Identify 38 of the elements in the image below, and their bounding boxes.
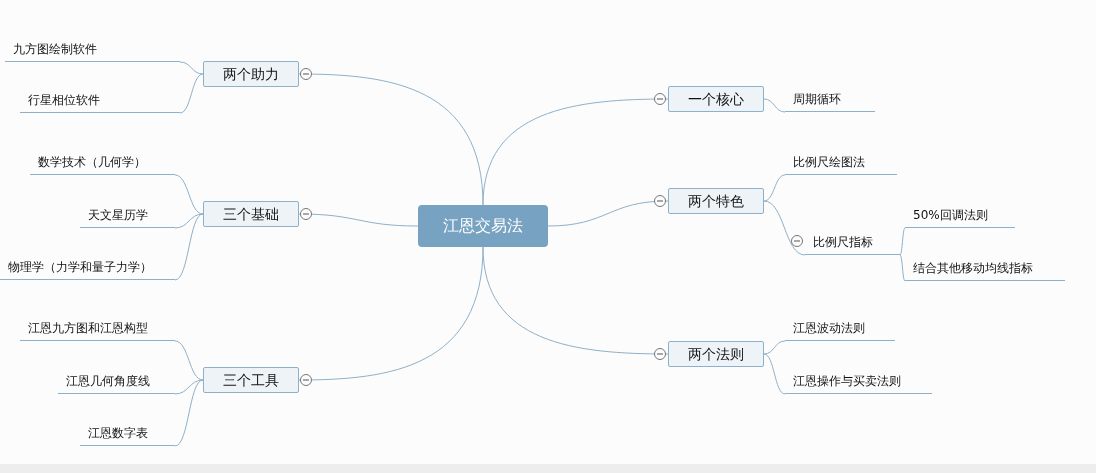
subtopic: 数学技术（几何学）	[30, 153, 175, 175]
connector-line	[174, 379, 204, 447]
subtopic: 50%回调法则	[905, 206, 1015, 228]
subtopic: 物理学（力学和量子力学）	[0, 258, 175, 280]
subtopic: 行星相位软件	[20, 91, 180, 113]
topic-box: 两个特色	[668, 188, 764, 214]
subtopic: 周期循环	[785, 90, 875, 112]
subtopic: 九方图绘制软件	[5, 40, 180, 62]
subtopic: 天文星历学	[80, 206, 175, 228]
connector-line	[482, 98, 669, 206]
connector-line	[763, 98, 786, 113]
connector-line	[174, 340, 204, 381]
connector-line	[763, 174, 786, 202]
connector-line	[763, 340, 786, 355]
connector-line	[174, 213, 204, 281]
topic-box: 一个核心	[668, 86, 764, 112]
connector-line	[899, 227, 906, 256]
subtopic: 江恩数字表	[80, 424, 175, 446]
connector-line	[179, 61, 204, 75]
subtopic: 比例尺指标	[805, 233, 900, 255]
topic-box: 三个基础	[203, 201, 299, 227]
subtopic: 江恩波动法则	[785, 319, 895, 341]
connector-line	[763, 200, 806, 256]
connector-line	[763, 353, 786, 395]
topic-box: 两个法则	[668, 341, 764, 367]
connector-line	[547, 200, 669, 227]
subtopic: 江恩几何角度线	[58, 372, 175, 394]
subtopic: 结合其他移动均线指标	[905, 259, 1065, 281]
connector-line	[174, 174, 204, 215]
subtopic: 江恩操作与买卖法则	[785, 372, 932, 394]
subtopic: 江恩九方图和江恩构型	[20, 319, 175, 341]
connector-line	[179, 73, 204, 114]
connector-line	[482, 246, 669, 355]
subtopic: 比例尺绘图法	[785, 153, 897, 175]
connector-line	[899, 254, 906, 282]
central-topic: 江恩交易法	[418, 205, 548, 247]
topic-box: 两个助力	[203, 61, 299, 87]
topic-box: 三个工具	[203, 367, 299, 393]
